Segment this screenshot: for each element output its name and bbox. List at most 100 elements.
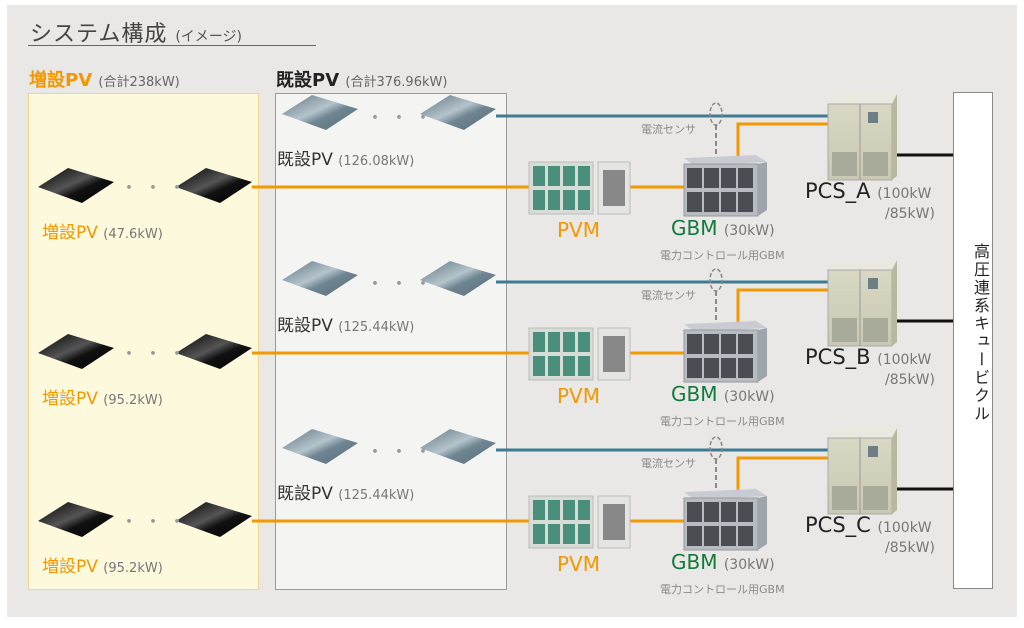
pvm-wiring-icon xyxy=(603,504,625,540)
new-pv-dots: ・・・ xyxy=(120,344,192,365)
new-pv-panel-icon xyxy=(176,334,252,369)
gbm-fan-icon xyxy=(721,192,736,212)
pcs-vent-icon xyxy=(832,152,857,176)
diagram-title: システム構成 (イメージ) xyxy=(30,16,242,48)
gbm-power: (30kW) xyxy=(723,389,775,405)
pcs-display-icon xyxy=(868,112,878,123)
gbm-side-icon xyxy=(758,162,767,216)
new-pv-label: 増設PV (47.6kW) xyxy=(42,218,163,243)
title-sub: (イメージ) xyxy=(175,29,242,45)
pcs-side-icon xyxy=(892,260,897,346)
gbm-fan-icon xyxy=(687,334,702,354)
new-pv-panel-icon xyxy=(38,334,114,369)
pcs-vent-icon xyxy=(863,318,888,342)
pcs-rating-2: /85kW) xyxy=(885,372,935,388)
existing-pv-dots: ・・・ xyxy=(366,274,438,295)
pcs-top-icon xyxy=(830,260,897,270)
pvm-board-icon xyxy=(548,356,560,376)
new-pv-power: (95.2kW) xyxy=(103,561,163,576)
new-pv-name: 増設PV xyxy=(42,557,98,577)
gbm-fan-icon xyxy=(704,526,719,546)
gbm-fan-icon xyxy=(704,334,719,354)
existing-pv-panel-icon xyxy=(282,429,358,464)
gbm-fan-icon xyxy=(704,358,719,378)
gbm-fan-icon xyxy=(721,358,736,378)
pcs-rating-1: (100kW xyxy=(877,352,932,368)
gbm-fan-icon xyxy=(687,168,702,188)
gbm-fan-icon xyxy=(704,168,719,188)
pcs-display-icon xyxy=(868,446,878,457)
existing-pv-group-label: 既設PV (合計376.96kW) xyxy=(276,66,447,92)
gbm-fan-icon xyxy=(704,192,719,212)
current-sensor-icon xyxy=(709,102,723,126)
pcs-name: PCS_C xyxy=(805,513,871,537)
pvm-board-icon xyxy=(548,190,560,210)
existing-pv-panel-icon xyxy=(282,261,358,296)
new-pv-panel-icon xyxy=(38,502,114,537)
new-pv-power: (47.6kW) xyxy=(103,227,163,242)
current-sensor-label: 電流センサ xyxy=(641,289,696,302)
pcs-vent-icon xyxy=(863,152,888,176)
existing-pv-area xyxy=(275,93,507,590)
gbm-pcs-line xyxy=(736,456,830,491)
existing-pv-group-name: 既設PV xyxy=(276,70,340,91)
existing-pv-power: (125.44kW) xyxy=(338,320,415,335)
gbm-fan-icon xyxy=(687,502,702,522)
pvm-board-icon xyxy=(563,500,575,520)
pcs-side-icon xyxy=(892,428,897,514)
new-pv-name: 増設PV xyxy=(42,389,98,409)
existing-pv-panel-icon xyxy=(420,95,496,130)
existing-pv-panel-icon xyxy=(420,261,496,296)
pcs-rating-2: /85kW) xyxy=(885,206,935,222)
gbm-note: 電力コントロール用GBM xyxy=(660,415,785,428)
gbm-fan-icon xyxy=(721,502,736,522)
pvm-board-icon xyxy=(533,332,545,352)
pvm-board-icon xyxy=(533,500,545,520)
pvm-board-icon xyxy=(533,190,545,210)
hv-cubicle-label: 高圧連系キュービクル xyxy=(971,243,990,423)
existing-pv-dots: ・・・ xyxy=(366,442,438,463)
gbm-fan-icon xyxy=(738,334,753,354)
pcs-name: PCS_B xyxy=(805,345,871,369)
pvm-board-icon xyxy=(578,332,590,352)
gbm-pcs-line xyxy=(736,288,830,323)
pvm-board-icon xyxy=(533,166,545,186)
pvm-board-icon xyxy=(533,356,545,376)
gbm-fan-icon xyxy=(738,168,753,188)
pvm-board-icon xyxy=(533,524,545,544)
pvm-board-icon xyxy=(548,166,560,186)
pcs-name: PCS_A xyxy=(805,179,871,203)
pcs-label: PCS_C (100kW xyxy=(805,513,932,537)
pcs-rating-1: (100kW xyxy=(877,186,932,202)
pcs-vent-icon xyxy=(863,486,888,510)
gbm-fan-icon xyxy=(704,502,719,522)
gbm-fan-icon xyxy=(738,358,753,378)
pcs-top-icon xyxy=(830,94,897,104)
gbm-side-icon xyxy=(758,328,767,382)
new-pv-group-label: 増設PV (合計238kW) xyxy=(29,66,180,92)
current-sensor-label: 電流センサ xyxy=(641,457,696,470)
pvm-label: PVM xyxy=(557,552,600,576)
pvm-board-icon xyxy=(578,524,590,544)
gbm-pcs-line xyxy=(736,122,830,157)
existing-pv-label: 既設PV (125.44kW) xyxy=(277,479,414,504)
gbm-fan-icon xyxy=(721,334,736,354)
pvm-board-icon xyxy=(548,524,560,544)
existing-pv-label: 既設PV (125.44kW) xyxy=(277,311,414,336)
existing-pv-panel-icon xyxy=(420,429,496,464)
pvm-board-icon xyxy=(578,500,590,520)
pvm-board-icon xyxy=(548,332,560,352)
current-sensor-icon xyxy=(709,436,723,460)
pcs-side-icon xyxy=(892,94,897,180)
gbm-fan-icon xyxy=(738,526,753,546)
gbm-name: GBM xyxy=(671,550,718,574)
gbm-fan-icon xyxy=(687,526,702,546)
pcs-label: PCS_A (100kW xyxy=(805,179,931,203)
existing-pv-label: 既設PV (126.08kW) xyxy=(277,145,414,170)
pvm-board-icon xyxy=(563,190,575,210)
gbm-note: 電力コントロール用GBM xyxy=(660,583,785,596)
gbm-side-icon xyxy=(758,496,767,550)
pvm-board-icon xyxy=(578,356,590,376)
gbm-fan-icon xyxy=(721,168,736,188)
existing-pv-dots: ・・・ xyxy=(366,108,438,129)
